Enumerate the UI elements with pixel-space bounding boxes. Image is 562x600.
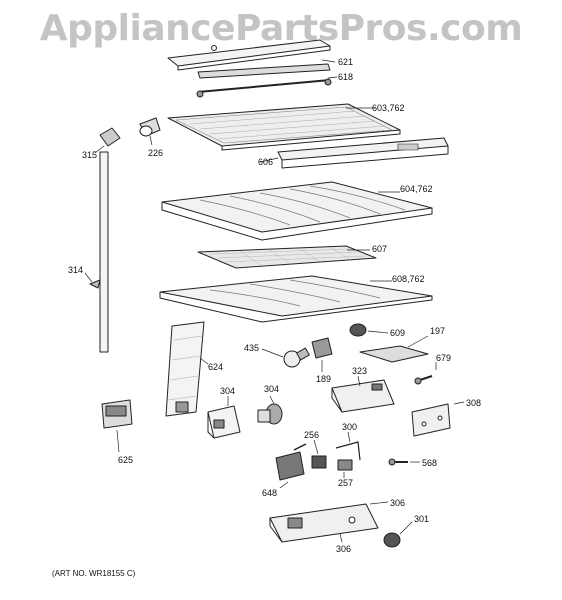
part-314-clip bbox=[84, 272, 101, 289]
callout-315: 315 bbox=[82, 150, 98, 160]
art-number: (ART NO. WR18155 C) bbox=[52, 569, 136, 578]
callout-607: 607 bbox=[372, 244, 388, 254]
part-604-deflector bbox=[161, 181, 433, 241]
part-625-housing bbox=[101, 399, 133, 453]
callout-621: 621 bbox=[338, 57, 354, 67]
part-606-trim bbox=[259, 137, 449, 169]
part-304-knob bbox=[257, 395, 283, 425]
callout-608: 608,762 bbox=[392, 274, 425, 284]
callout-679: 679 bbox=[436, 353, 452, 363]
part-197-bracket bbox=[359, 335, 429, 363]
callout-226: 226 bbox=[148, 148, 164, 158]
callout-306-top: 306 bbox=[390, 498, 406, 508]
part-189-socket bbox=[311, 337, 333, 372]
part-226-cap bbox=[139, 117, 161, 146]
part-308-bracket bbox=[411, 401, 465, 437]
part-608-deflector bbox=[159, 275, 433, 323]
callout-603: 603,762 bbox=[372, 103, 405, 113]
callout-314: 314 bbox=[68, 265, 84, 275]
callout-609: 609 bbox=[390, 328, 406, 338]
part-257-connector bbox=[337, 459, 353, 478]
part-435-bulb bbox=[261, 347, 310, 368]
callout-435: 435 bbox=[244, 343, 260, 353]
callout-304-housing: 304 bbox=[220, 386, 236, 396]
callout-197: 197 bbox=[430, 326, 446, 336]
part-300-wire bbox=[335, 431, 361, 461]
callout-625: 625 bbox=[118, 455, 134, 465]
callout-323: 323 bbox=[352, 366, 368, 376]
part-609-knob bbox=[349, 323, 389, 337]
part-301-knob bbox=[383, 521, 413, 548]
callout-308: 308 bbox=[466, 398, 482, 408]
part-679-screw bbox=[414, 362, 437, 385]
part-306-housing bbox=[269, 501, 389, 543]
part-603-shelf bbox=[167, 103, 401, 151]
callout-568: 568 bbox=[422, 458, 438, 468]
part-256-switch bbox=[311, 439, 327, 469]
part-624-duct bbox=[165, 321, 209, 417]
part-618-rail bbox=[196, 63, 338, 98]
watermark-logo: AppliancePartsPros.com bbox=[39, 8, 523, 49]
callout-306-bottom: 306 bbox=[336, 544, 352, 554]
part-648-timer bbox=[275, 443, 307, 489]
callout-304-knob: 304 bbox=[264, 384, 280, 394]
callout-648: 648 bbox=[262, 488, 278, 498]
callout-618: 618 bbox=[338, 72, 354, 82]
part-315-rod bbox=[94, 127, 121, 353]
callout-257: 257 bbox=[338, 478, 354, 488]
callout-300: 300 bbox=[342, 422, 358, 432]
callout-301: 301 bbox=[414, 514, 430, 524]
part-323-housing bbox=[331, 375, 395, 413]
part-568-screw bbox=[388, 458, 420, 466]
part-607-mesh bbox=[197, 245, 377, 269]
callout-189: 189 bbox=[316, 374, 332, 384]
callout-256: 256 bbox=[304, 430, 320, 440]
part-304-housing bbox=[207, 396, 241, 439]
callout-606: 606 bbox=[258, 157, 274, 167]
part-621-cover bbox=[167, 39, 336, 71]
callout-604: 604,762 bbox=[400, 184, 433, 194]
callout-624: 624 bbox=[208, 362, 224, 372]
